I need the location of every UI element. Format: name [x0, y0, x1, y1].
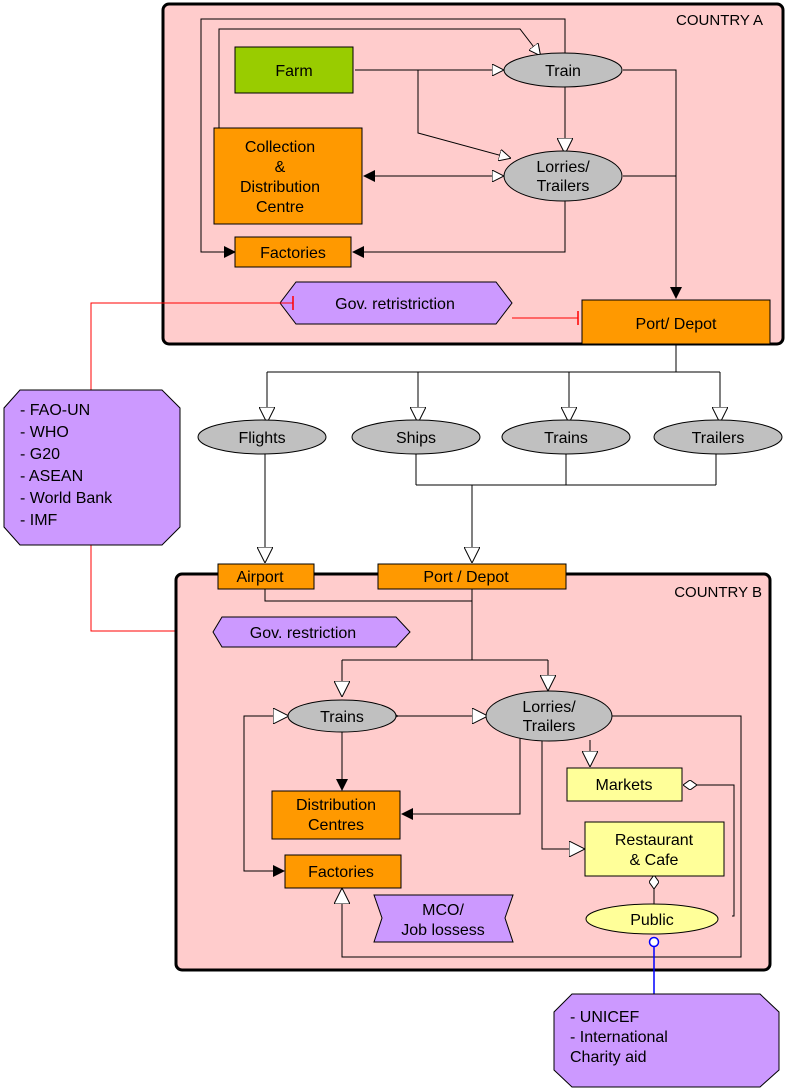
- org-unicef: - UNICEF: [570, 1009, 640, 1026]
- factories-a-label: Factories: [260, 245, 326, 262]
- org-imf: - IMF: [20, 512, 58, 529]
- lorries-trailers-node-b: Lorries/ Trailers: [485, 690, 613, 742]
- public-node: Public: [585, 903, 719, 935]
- lorries-a-label-2: Trailers: [537, 178, 590, 195]
- charity-orgs-box: - UNICEF - International Charity aid: [553, 993, 780, 1088]
- train-node: Train: [503, 52, 623, 88]
- flights-label: Flights: [238, 430, 285, 447]
- country-b-connectors: [243, 589, 742, 958]
- distribution-label-2: Centres: [308, 817, 364, 834]
- factories-b-label: Factories: [308, 864, 374, 881]
- org-fao: - FAO-UN: [20, 402, 90, 419]
- port-depot-node-b: Port / Depot: [377, 563, 567, 590]
- distribution-label-1: Distribution: [296, 797, 376, 814]
- distribution-centres-node: Distribution Centres: [271, 790, 401, 840]
- factories-node-a: Factories: [234, 236, 352, 268]
- trains-b-label: Trains: [320, 709, 364, 726]
- factories-node-b: Factories: [284, 854, 402, 889]
- gov-restriction-a-label: Gov. retristriction: [335, 296, 455, 313]
- markets-node: Markets: [566, 767, 683, 802]
- lorries-b-label-1: Lorries/: [522, 699, 576, 716]
- collection-label-2: &: [275, 159, 286, 176]
- country-a-connectors: [200, 18, 720, 422]
- mco-label-1: MCO/: [422, 902, 464, 919]
- lorries-b-label-2: Trailers: [523, 718, 576, 735]
- org-g20: - G20: [20, 446, 60, 463]
- restaurant-label-1: Restaurant: [615, 832, 694, 849]
- gov-restriction-node-b: Gov. restriction: [212, 616, 411, 648]
- collection-centre-node: Collection & Distribution Centre: [213, 127, 363, 225]
- trains-transport-node: Trains: [501, 419, 631, 455]
- port-depot-node-a: Port/ Depot: [581, 299, 771, 345]
- gov-restriction-node-a: Gov. retristriction: [279, 281, 513, 325]
- gov-restriction-b-label: Gov. restriction: [250, 625, 356, 642]
- flights-node: Flights: [197, 419, 327, 455]
- mco-job-loss-node: MCO/ Job lossess: [373, 894, 514, 943]
- farm-node: Farm: [234, 46, 354, 94]
- country-b-label: COUNTRY B: [674, 584, 762, 601]
- mco-label-2: Job lossess: [401, 922, 485, 939]
- collection-label-3: Distribution: [240, 179, 320, 196]
- airport-label: Airport: [236, 569, 284, 586]
- ships-node: Ships: [351, 419, 481, 455]
- org-asean: - ASEAN: [20, 468, 83, 485]
- airport-node: Airport: [217, 563, 315, 590]
- org-who: - WHO: [20, 424, 69, 441]
- port-a-label: Port/ Depot: [636, 316, 717, 333]
- org-charity-aid: Charity aid: [570, 1049, 646, 1066]
- trailers-node: Trailers: [653, 419, 783, 455]
- restaurant-label-2: & Cafe: [630, 852, 679, 869]
- port-b-label: Port / Depot: [423, 569, 509, 586]
- train-label: Train: [545, 63, 581, 80]
- trailers-label: Trailers: [692, 430, 745, 447]
- ships-label: Ships: [396, 430, 436, 447]
- lorries-trailers-node-a: Lorries/ Trailers: [503, 150, 623, 202]
- public-label: Public: [630, 912, 674, 929]
- org-world-bank: - World Bank: [20, 490, 113, 507]
- country-a-label: COUNTRY A: [676, 12, 763, 29]
- trains-node-b: Trains: [287, 699, 397, 733]
- collection-label-4: Centre: [256, 199, 304, 216]
- trains-transport-label: Trains: [544, 430, 588, 447]
- collection-label-1: Collection: [245, 139, 315, 156]
- org-international: - International: [570, 1029, 668, 1046]
- intl-orgs-box: - FAO-UN - WHO - G20 - ASEAN - World Ban…: [3, 389, 181, 546]
- lorries-a-label-1: Lorries/: [536, 159, 590, 176]
- markets-label: Markets: [596, 777, 653, 794]
- farm-label: Farm: [275, 63, 312, 80]
- transport-connectors: [265, 454, 717, 562]
- restaurant-cafe-node: Restaurant & Cafe: [584, 821, 725, 877]
